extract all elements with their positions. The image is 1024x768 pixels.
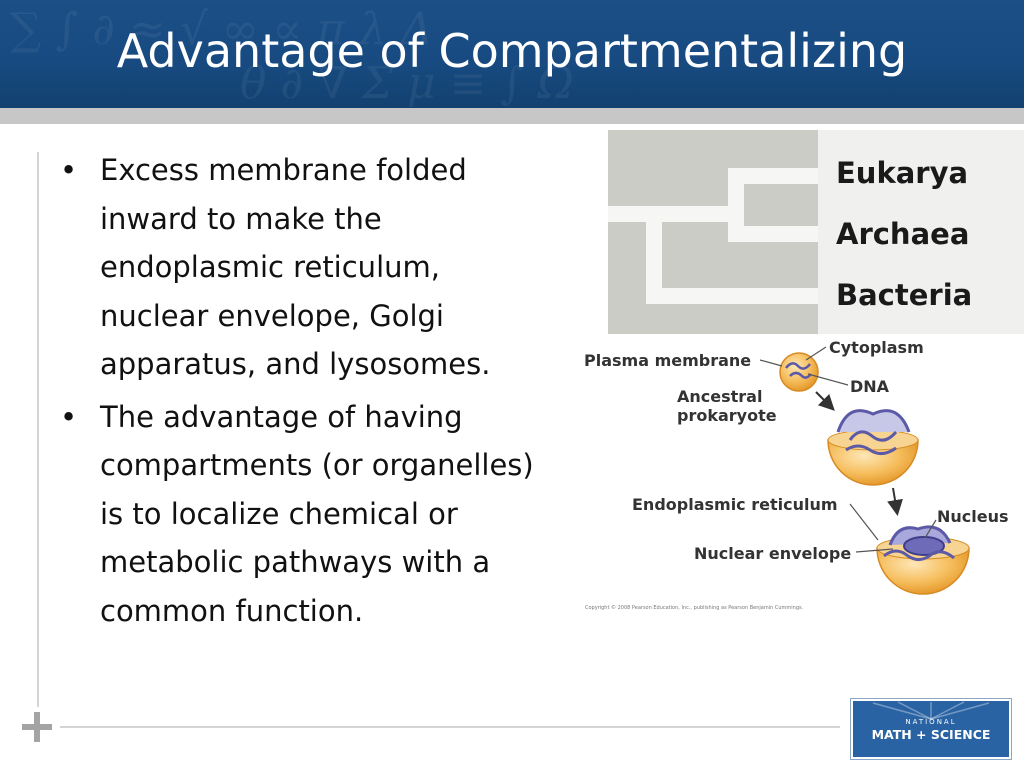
label-dna: DNA — [850, 377, 890, 396]
label-prokaryote: prokaryote — [677, 406, 777, 425]
bullet-dot: • — [60, 399, 78, 434]
bullet-text: Excess membrane folded inward to make th… — [100, 153, 491, 381]
domain-label-archaea: Archaea — [836, 217, 970, 251]
sunburst-icon — [872, 701, 990, 720]
figure-copyright: Copyright © 2008 Pearson Education, Inc.… — [585, 605, 804, 611]
slide-title: Advantage of Compartmentalizing — [116, 24, 908, 78]
background-pattern: ∑ ∫ ∂ ≈ √ ∞ ∝ π λ Δ — [10, 4, 433, 55]
logo-national-text: NATIONAL — [905, 718, 957, 726]
label-plasma-membrane: Plasma membrane — [584, 351, 752, 370]
left-rule — [37, 152, 39, 707]
leader-lines — [759, 346, 937, 553]
phylogeny-tree-icon — [608, 168, 818, 304]
middle-cell-icon — [827, 409, 919, 486]
domain-label-eukarya: Eukarya — [836, 156, 969, 190]
bullet-dot: • — [60, 153, 78, 187]
eukaryotic-cell-icon — [876, 525, 970, 595]
bullet-text: The advantage of having compartments (or… — [100, 399, 534, 628]
domain-label-bacteria: Bacteria — [836, 278, 973, 312]
logo-main-text: MATH + SCIENCE — [871, 727, 991, 742]
plus-icon — [22, 724, 52, 730]
bottom-rule — [60, 726, 840, 728]
arrow-icon — [887, 487, 903, 516]
bullet-item: • Excess membrane folded inward to make … — [58, 146, 548, 389]
label-ancestral: Ancestral — [677, 387, 763, 406]
label-endoplasmic-reticulum: Endoplasmic reticulum — [632, 495, 838, 514]
arrow-icon — [815, 391, 835, 411]
bullet-list: • Excess membrane folded inward to make … — [58, 146, 548, 639]
nms-logo: NATIONAL MATH + SCIENCE — [851, 699, 1011, 759]
phylogeny-panel: Eukarya Archaea Bacteria — [608, 130, 1024, 334]
label-cytoplasm: Cytoplasm — [829, 338, 924, 357]
title-underline — [0, 108, 1024, 124]
label-nuclear-envelope: Nuclear envelope — [694, 544, 852, 563]
title-bar: ∑ ∫ ∂ ≈ √ ∞ ∝ π λ Δ θ ∂ ∇ Σ μ ≡ ∫ Ω Adva… — [0, 0, 1024, 108]
small-cell-icon — [779, 352, 819, 392]
bullet-item: • The advantage of having compartments (… — [58, 393, 548, 636]
label-nucleus: Nucleus — [937, 507, 1009, 526]
background-pattern: θ ∂ ∇ Σ μ ≡ ∫ Ω — [240, 58, 574, 108]
